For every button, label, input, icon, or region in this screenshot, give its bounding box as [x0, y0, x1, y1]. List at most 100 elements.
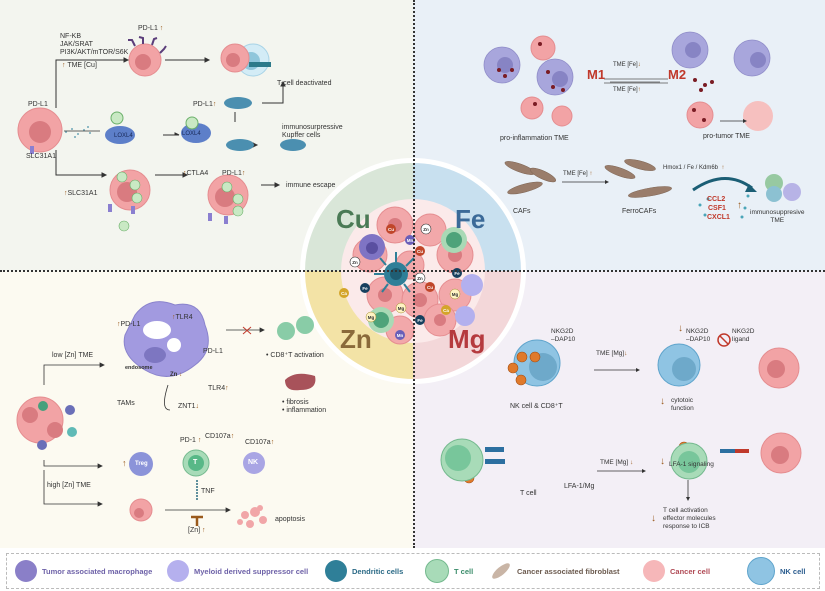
- treg-label: Treg: [135, 461, 148, 467]
- ctla4-up: ↑CTLA4: [183, 170, 209, 177]
- arrow-up-icon: ↑: [202, 527, 206, 534]
- cu-label: Cu: [336, 204, 371, 234]
- hmox-label: Hmox1 / Fe / Kdm6b ↑: [663, 165, 725, 171]
- svg-text:Mg: Mg: [452, 292, 459, 297]
- pathway-jak: JAK/SRAT: [60, 41, 93, 48]
- loxl4-bound-label: LOXL4: [182, 131, 201, 137]
- legend-item-caf: Cancer associated fibroblast: [490, 554, 620, 588]
- m2-label: M2: [668, 67, 687, 82]
- svg-text:Mg: Mg: [398, 306, 405, 311]
- arrow-up-icon: ↑: [230, 433, 235, 440]
- legend-item-tam: Tumor associated macrophage: [15, 554, 152, 588]
- arrow-down-icon: ↓: [624, 350, 628, 357]
- nkg2d-dap10-label: NKG2D –DAP10: [551, 328, 576, 343]
- tme-fe-caf: TME [Fe] ↑: [563, 171, 593, 177]
- arrow-down-icon: ↓: [637, 62, 641, 68]
- legend-item-dendritic: Dendritic cells: [325, 554, 403, 588]
- inflammation-label: • inflammation: [282, 407, 327, 414]
- arrow-up-icon: ↑: [721, 165, 725, 171]
- svg-text:Zn: Zn: [352, 260, 358, 265]
- immune-escape-label: immune escape: [286, 182, 336, 189]
- cafs-label: CAFs: [513, 208, 531, 215]
- arrow-up-icon: ↑: [172, 314, 176, 321]
- pathway-pi3k: PI3K/AKT/mTOR/S6K: [60, 49, 129, 56]
- arrow-down-icon: ↓: [629, 459, 634, 466]
- svg-text:Zn: Zn: [417, 276, 423, 281]
- arrow-up-icon: ↑: [64, 190, 68, 197]
- zn-inhibition: [Zn] ↑: [188, 527, 206, 534]
- pdl1-dc-up: PD-L1↑: [193, 101, 217, 108]
- svg-text:Fe: Fe: [362, 286, 368, 291]
- zn-label: Zn: [340, 324, 372, 354]
- tme-cu-up: ↑ TME [Cu]: [62, 62, 97, 69]
- arrow-down-icon: ↓: [660, 396, 665, 407]
- pdl1-top: PD-L1 ↑: [138, 25, 164, 32]
- mg-label: Mg: [448, 324, 486, 354]
- mdsc-icon: [461, 274, 483, 296]
- svg-text:Cu: Cu: [388, 227, 394, 232]
- tcell-outcomes-label: T cell activation effector molecules res…: [663, 507, 716, 530]
- cd107a-t-up: CD107a↑: [205, 433, 235, 440]
- cd8-activation: • CD8⁺T activation: [266, 352, 324, 359]
- fibroblast-icon: [490, 560, 512, 582]
- arrow-up-icon: ↑: [241, 170, 246, 177]
- tme-fe-up: TME [Fe]↑: [613, 87, 641, 93]
- legend-item-tcell: T cell: [425, 554, 473, 588]
- legend-item-mdsc: Myeloid derived suppressor cell: [167, 554, 308, 588]
- arrow-up-icon: ↑: [183, 170, 187, 177]
- mdsc-icon: [167, 560, 189, 582]
- svg-text:Mn: Mn: [407, 238, 414, 243]
- nk-cd8-label: NK cell & CD8⁺T: [510, 403, 563, 410]
- svg-text:Fe: Fe: [454, 271, 460, 276]
- arrow-up-icon: ↑: [270, 439, 275, 446]
- immunosuppressive-tme-label: immunosuppresive TME: [750, 209, 805, 224]
- tams-label: TAMs: [117, 400, 135, 407]
- horizontal-divider: [0, 270, 825, 272]
- chemokine-ccl2: CCL2: [707, 196, 726, 203]
- tam-icon: [15, 560, 37, 582]
- pro-tumor-label: pro-tumor TME: [703, 133, 750, 140]
- nk-cell-icon: [747, 557, 775, 585]
- pd1-up: PD-1 ↑: [180, 437, 202, 444]
- arrow-up-icon: ↑: [117, 321, 121, 328]
- vertical-divider: [413, 0, 415, 548]
- low-zn-label: low [Zn] TME: [52, 352, 94, 359]
- arrow-up-icon: ↑: [589, 171, 593, 177]
- lfa1-mg-label: LFA-1/Mg: [564, 483, 595, 490]
- arrow-down-icon: ↓: [660, 456, 665, 467]
- m1-label: M1: [587, 67, 606, 82]
- pdl1-up-a: ↑PD-L1: [117, 321, 141, 328]
- arrow-down-icon: ↓: [195, 403, 200, 410]
- arrow-up-icon: ↑: [637, 87, 641, 93]
- legend: Tumor associated macrophage Myeloid deri…: [6, 553, 820, 589]
- cd107a-nk-up: CD107a↑: [245, 439, 275, 446]
- endosome-label: endosome: [125, 365, 153, 371]
- svg-text:Fe: Fe: [417, 318, 423, 323]
- t-label: T: [193, 459, 198, 466]
- tme-fe-down: TME [Fe]↓: [613, 62, 641, 68]
- ferrocafs-label: FerroCAFs: [622, 208, 657, 215]
- loxl4-enzyme-icon: [105, 126, 135, 144]
- chemokine-cxcl1: CXCL1: [707, 214, 730, 221]
- dendritic-cell-icon: [325, 560, 347, 582]
- legend-item-cancer: Cancer cell: [643, 554, 710, 588]
- cytotoxic-function-label: cytotoic function: [671, 397, 694, 412]
- tlr4-up-a: ↑TLR4: [172, 314, 193, 321]
- tnf-label: TNF: [201, 488, 215, 495]
- tlr4-up-b: TLR4↑: [208, 385, 229, 392]
- tme-mg-down-2: TME [Mg] ↓: [600, 459, 634, 466]
- nk-label: NK: [248, 459, 259, 466]
- tme-mg-down-1: TME [Mg]↓: [596, 350, 628, 357]
- zn-graphics: [16, 301, 316, 528]
- svg-text:Mg: Mg: [368, 315, 375, 320]
- chemokine-csf1: CSF1: [708, 205, 726, 212]
- zn-down: Zn ↓: [170, 372, 183, 378]
- arrow-down-icon: ↓: [651, 513, 656, 524]
- pdl1-label-b: PD-L1: [203, 348, 223, 355]
- arrow-up-icon: ↑: [225, 385, 229, 392]
- tcell-label: T cell: [520, 490, 537, 497]
- svg-text:Zn: Zn: [423, 227, 429, 232]
- kupffer-cells-label: immunosurpressive Kupffer cells: [282, 124, 343, 139]
- cu-graphics: [17, 36, 306, 232]
